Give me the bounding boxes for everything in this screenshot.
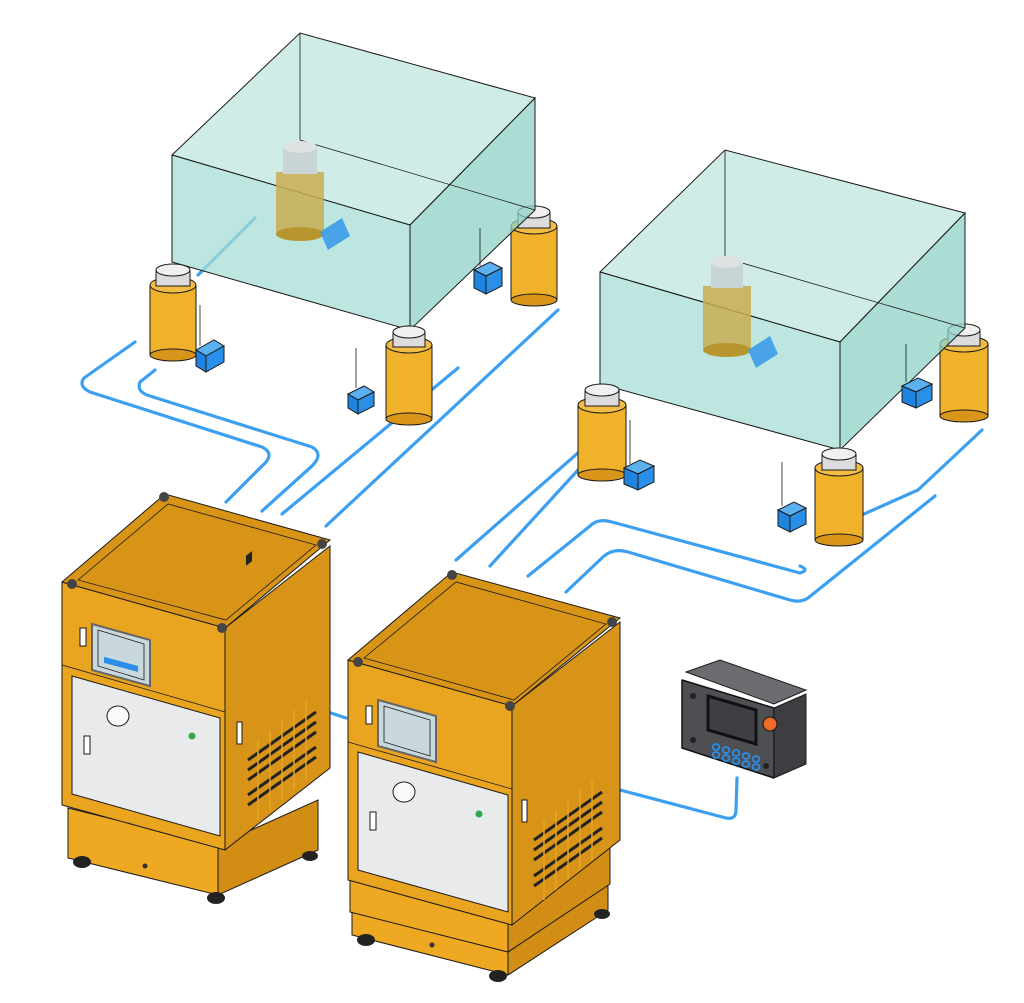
sensor-box [195, 305, 225, 373]
sensor-box [622, 420, 656, 491]
controller-button[interactable] [731, 749, 741, 757]
cable [326, 710, 348, 720]
cable [526, 519, 807, 578]
platform-right [577, 149, 989, 547]
lifting-jack [149, 263, 197, 362]
transparent-enclosure [171, 32, 536, 332]
cable [564, 494, 937, 603]
sensor-box [776, 462, 808, 533]
platform-left [149, 32, 558, 426]
lifting-jack [577, 383, 627, 482]
controller-button[interactable] [741, 752, 751, 760]
cable [80, 340, 271, 504]
controller-button[interactable] [741, 760, 751, 768]
controller-button[interactable] [721, 746, 731, 754]
controller-button[interactable] [721, 754, 731, 762]
cable [137, 368, 320, 513]
vent-grille [246, 551, 252, 566]
controller-button[interactable] [751, 755, 761, 763]
sensor-box [346, 348, 376, 415]
controller-screen [706, 694, 758, 746]
lifting-jack [385, 325, 433, 426]
cabinet-left [60, 492, 332, 904]
cable [618, 776, 739, 820]
controller-button[interactable] [751, 763, 761, 771]
lifting-jack [814, 447, 864, 547]
cabinet-right [346, 570, 622, 982]
transparent-enclosure [599, 149, 966, 452]
emergency-stop-knob[interactable] [762, 716, 778, 732]
controller-button[interactable] [711, 751, 721, 759]
controller-button-group [711, 743, 761, 771]
sensor-box [472, 228, 504, 295]
control-panel [681, 659, 808, 779]
cable [324, 308, 560, 528]
controller-button[interactable] [731, 757, 741, 765]
controller-button[interactable] [711, 743, 721, 751]
sensor-box [900, 344, 934, 409]
